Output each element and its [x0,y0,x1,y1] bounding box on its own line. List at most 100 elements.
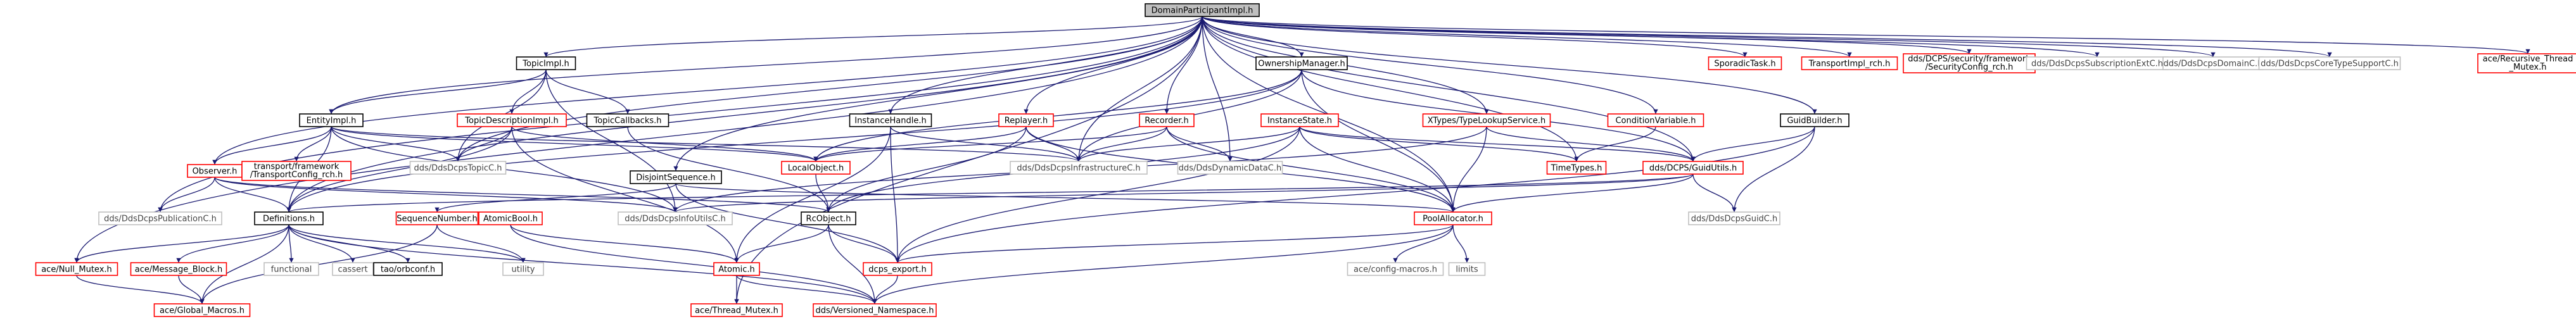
node-localobject[interactable]: LocalObject.h [781,161,851,175]
node-instancestate[interactable]: InstanceState.h [1260,113,1339,127]
node-label: XTypes/TypeLookupService.h [1428,116,1546,126]
node-box [713,262,760,276]
edge-guidutils-to-pooledallocator [1450,173,1694,213]
node-nullmutex[interactable]: ace/Null_Mutex.h [35,262,118,276]
node-root[interactable]: DomainParticipantImpl.h [1145,3,1260,17]
edge-root-to-subscriptionext [1202,16,2100,58]
node-guidbuilder[interactable]: GuidBuilder.h [1780,113,1850,127]
node-box [1607,113,1704,127]
node-box [1422,113,1551,127]
edge-topicimpl-to-topiccallbacks [545,69,630,115]
node-seqnumber[interactable]: SequenceNumber.h [395,211,479,225]
node-label-line: /SecurityConfig_rch.h [1926,63,2014,72]
node-transportconfigrch[interactable]: transport/framework/TransportConfig_rch.… [241,161,352,181]
node-label: TopicDescriptionImpl.h [464,116,558,126]
node-condvar[interactable]: ConditionVariable.h [1607,113,1704,127]
node-label: SequenceNumber.h [397,215,478,224]
edge-root-to-topicc [455,16,1203,162]
node-label: Atomic.h [718,265,755,275]
node-observer[interactable]: Observer.h [187,164,243,178]
node-rcobject[interactable]: RcObject.h [801,211,856,225]
node-guidc: dds/DdsDcpsGuidC.h [1688,211,1780,225]
edge-root-to-transportimplrch [1202,16,1852,58]
edge-definitions-to-cassert [288,224,355,263]
node-label: dds/DdsDcpsDomainC.h [2164,60,2263,69]
edge-ownershipmgr-to-definitions [286,69,1302,213]
edge-nullmutex-to-globalmacros [76,275,205,304]
node-transportimplrch[interactable]: TransportImpl_rch.h [1801,56,1898,70]
node-box [395,211,479,225]
edge-rcobject-to-atomic [734,224,829,263]
edge-seqnumber-to-globalmacros [200,224,438,304]
edge-root-to-topicimpl [543,16,1203,58]
node-dcpsexport[interactable]: dcps_export.h [863,262,932,276]
node-topiccallbacks[interactable]: TopicCallbacks.h [586,113,669,127]
node-replayer[interactable]: Replayer.h [998,113,1054,127]
node-domainc: dds/DdsDcpsDomainC.h [2162,56,2264,70]
node-threadmutex[interactable]: ace/Thread_Mutex.h [690,303,783,317]
node-messageblock[interactable]: ace/Message_Block.h [130,262,227,276]
node-box [1010,161,1148,175]
node-coretypesupport: dds/DdsDcpsCoreTypeSupportC.h [2258,56,2401,70]
node-box [299,113,364,127]
node-label: ace/Null_Mutex.h [41,265,112,275]
edge-recorder-to-localobject [813,126,1167,162]
edge-pooledallocator-to-versionedns [872,224,1454,304]
node-box [1260,113,1339,127]
node-box [409,161,507,175]
node-definitions[interactable]: Definitions.h [254,211,324,225]
node-label: cassert [338,265,367,275]
node-guidutils[interactable]: dds/DCPS/GuidUtils.h [1642,161,1744,175]
edge-atomicbool-to-atomic [510,224,739,263]
edge-root-to-disjointseq [673,16,1203,172]
edge-root-to-sporadic [1202,16,1748,58]
edge-definitions-to-globalmacros [200,224,289,304]
node-disjointseq[interactable]: DisjointSequence.h [630,170,722,184]
node-infrastructurec: dds/DdsDcpsInfrastructureC.h [1010,161,1148,175]
node-label: ace/Global_Macros.h [160,306,244,316]
edge-recorder-to-infrastructurec [1076,126,1167,162]
node-box [1177,161,1283,175]
node-topicdescimpl[interactable]: TopicDescriptionImpl.h [457,113,567,127]
node-topicimpl[interactable]: TopicImpl.h [516,56,576,70]
edge-dcpsexport-to-versionedns [872,275,898,304]
node-recthreadmutex[interactable]: ace/Recursive_Thread_Mutex.h [2477,53,2576,73]
node-label: Replayer.h [1005,116,1048,126]
edge-topicdescimpl-to-localobject [511,126,818,162]
edge-ownershipmgr-to-pooledallocator [1301,69,1456,213]
node-globalmacros[interactable]: ace/Global_Macros.h [153,303,251,317]
node-atomic[interactable]: Atomic.h [713,262,760,276]
node-atomicbool[interactable]: AtomicBool.h [478,211,543,225]
node-taoorbconf[interactable]: tao/orbconf.h [373,262,443,276]
node-instancehandle[interactable]: InstanceHandle.h [849,113,932,127]
edge-root-to-condvar [1202,16,1658,115]
edge-instancestate-to-timetypes [1299,126,1579,162]
edge-disjointseq-to-dcpsexport [675,183,900,263]
node-timetypes[interactable]: TimeTypes.h [1546,161,1607,175]
edge-root-to-guidutils [1202,16,1696,162]
edge-recorder-to-pooledallocator [1166,126,1456,213]
node-entityimpl[interactable]: EntityImpl.h [299,113,364,127]
node-label: TopicImpl.h [522,60,569,69]
node-label-line: transport/framework [254,162,339,172]
node-box [781,161,851,175]
edge-root-to-replayer [1024,16,1203,115]
node-label: ace/Recursive_Thread_Mutex.h [2483,54,2573,72]
node-recorder[interactable]: Recorder.h [1139,113,1195,127]
node-versionedns[interactable]: dds/Versioned_Namespace.h [813,303,937,317]
node-box [332,262,374,276]
node-ownershipmgr[interactable]: OwnershipManager.h [1255,56,1348,70]
node-xtypes[interactable]: XTypes/TypeLookupService.h [1422,113,1551,127]
edge-entityimpl-to-topicc [331,126,460,162]
edge-guidbuilder-to-guidutils [1691,126,1815,162]
node-box [35,262,118,276]
edge-rcobject-to-versionedns [828,224,877,304]
edge-definitions-to-nullmutex [74,224,289,263]
node-secconfigrch[interactable]: dds/DCPS/security/framework/SecurityConf… [1903,53,2036,73]
node-pooledallocator[interactable]: PoolAllocator.h [1414,211,1492,225]
node-label: Definitions.h [263,215,315,224]
edge-observer-to-infoutilsc [214,177,678,213]
node-sporadic[interactable]: SporadicTask.h [1708,56,1782,70]
node-label: EntityImpl.h [307,116,357,126]
node-box [813,303,937,317]
